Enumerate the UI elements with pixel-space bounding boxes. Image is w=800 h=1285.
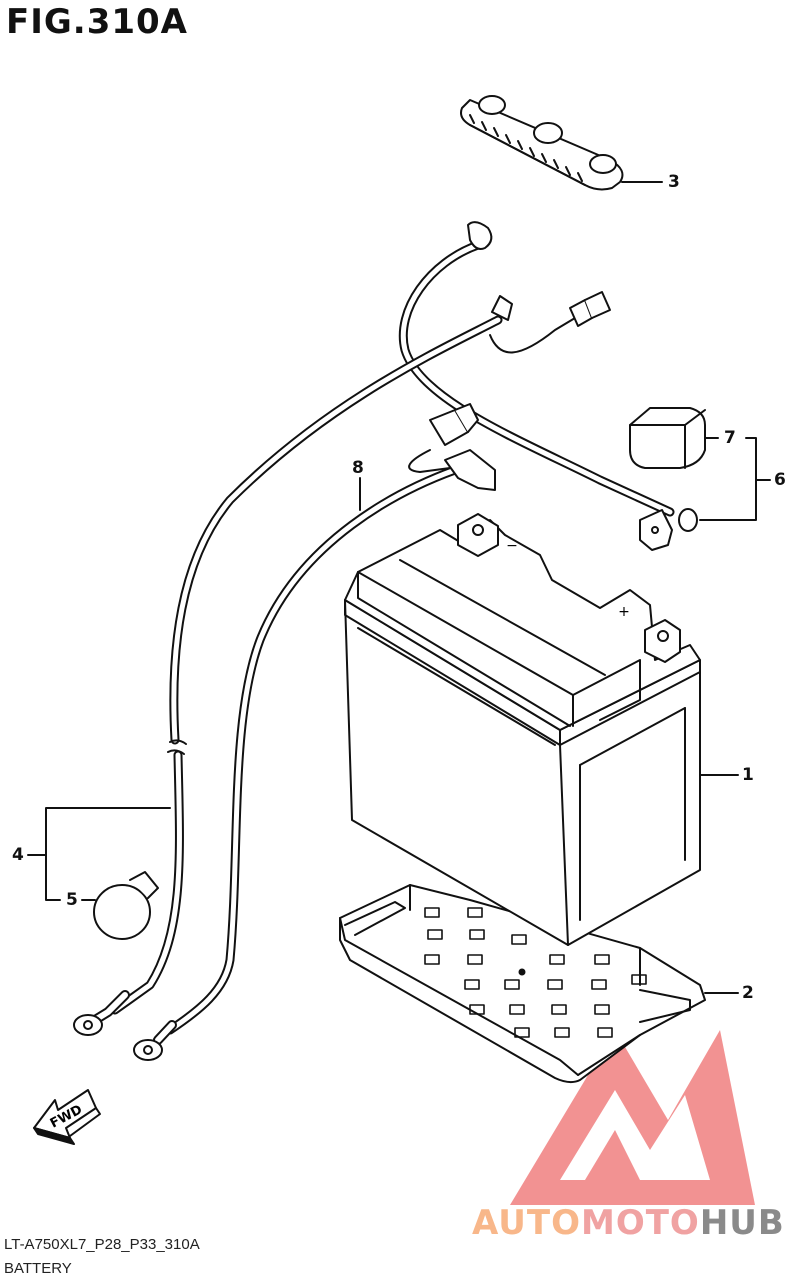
section-name-caption: BATTERY <box>4 1260 72 1277</box>
negative-cable-part-8 <box>133 403 496 1061</box>
cable-part-4 <box>73 291 611 1036</box>
leader-4-5 <box>27 807 171 901</box>
terminal-cover-part-3 <box>460 95 624 191</box>
watermark-auto: AUTO <box>472 1203 581 1243</box>
battery-tray-part-2 <box>339 884 706 1084</box>
callout-3: 3 <box>668 172 680 192</box>
callout-7: 7 <box>724 428 736 448</box>
figure-title: FIG.310A <box>6 2 188 42</box>
terminal-cap-part-7 <box>629 407 706 469</box>
watermark-text: AUTOMOTOHUB <box>472 1203 785 1243</box>
cap-part-5 <box>93 871 159 940</box>
callout-5: 5 <box>66 890 78 910</box>
leader-6 <box>699 437 771 521</box>
callout-1: 1 <box>742 765 754 785</box>
positive-terminal-mark: + <box>618 604 630 620</box>
watermark-logo <box>510 1030 755 1205</box>
callout-6: 6 <box>774 470 786 490</box>
positive-cable-part-6 <box>398 221 698 551</box>
negative-terminal-mark: − <box>506 538 518 554</box>
battery-part-1 <box>344 513 701 946</box>
callout-4: 4 <box>12 845 24 865</box>
callout-8: 8 <box>352 458 364 478</box>
fwd-arrow <box>33 1089 101 1145</box>
callout-2: 2 <box>742 983 754 1003</box>
watermark-moto: MOTO <box>580 1203 700 1243</box>
model-code-caption: LT-A750XL7_P28_P33_310A <box>4 1236 200 1253</box>
watermark-hub: HUB <box>699 1203 785 1243</box>
